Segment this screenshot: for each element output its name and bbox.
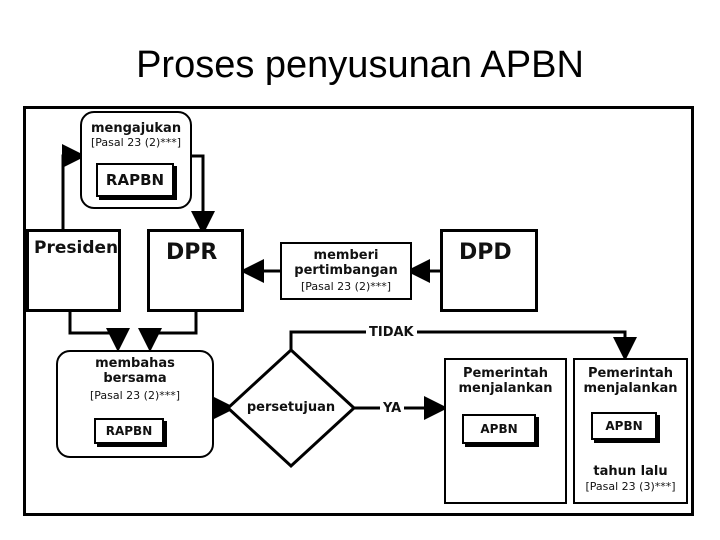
rapbn-document-1: RAPBN — [96, 163, 174, 197]
membahas-label-1: membahas — [95, 356, 175, 371]
memberi-label-2: pertimbangan — [294, 263, 398, 278]
edge-dpr-membahas — [138, 311, 198, 352]
memberi-label-1: memberi — [313, 248, 379, 263]
membahas-bersama-box: membahas bersama [Pasal 23 (2)***] RAPBN — [56, 350, 214, 458]
edge-presiden-membahas — [68, 311, 130, 352]
edge-presiden-mengajukan — [61, 144, 86, 231]
dpd-label: DPD — [459, 240, 512, 265]
memberi-pertimbangan-box: memberi pertimbangan [Pasal 23 (2)***] — [280, 242, 412, 300]
mengajukan-box: mengajukan [Pasal 23 (2)***] RAPBN — [80, 111, 192, 209]
apbn-document-2: APBN — [591, 412, 657, 440]
dpr-box: DPR — [147, 229, 244, 312]
decision-diamond — [225, 347, 357, 469]
pemerintah1-label-2: menjalankan — [458, 381, 553, 396]
pemerintah-menjalankan-box-1: Pemerintah menjalankan APBN — [444, 358, 567, 504]
edge-tidak — [289, 330, 637, 361]
pemerintah2-label-2: menjalankan — [583, 381, 678, 396]
pemerintah2-label-3: tahun lalu — [593, 464, 668, 479]
pemerintah-menjalankan-box-2: Pemerintah menjalankan APBN tahun lalu [… — [573, 358, 688, 504]
membahas-label-2: bersama — [103, 371, 167, 386]
dpd-box: DPD — [440, 229, 538, 312]
persetujuan-label: persetujuan — [246, 400, 336, 415]
presiden-label: Presiden — [34, 238, 119, 258]
pemerintah2-ref: [Pasal 23 (3)***] — [585, 480, 676, 493]
ya-label: YA — [380, 401, 405, 416]
rapbn-document-2-label: RAPBN — [105, 424, 153, 438]
rapbn-document-1-label: RAPBN — [105, 171, 165, 189]
pemerintah2-label-1: Pemerintah — [587, 366, 674, 381]
page-title: Proses penyusunan APBN — [136, 44, 584, 86]
pemerintah1-label-1: Pemerintah — [462, 366, 549, 381]
tidak-label: TIDAK — [366, 325, 417, 340]
membahas-ref: [Pasal 23 (2)***] — [89, 389, 181, 402]
edge-mengajukan-dpr — [190, 154, 215, 235]
apbn-document-2-label: APBN — [605, 419, 643, 433]
rapbn-document-2: RAPBN — [94, 418, 164, 444]
presiden-box: Presiden — [26, 229, 121, 312]
mengajukan-ref: [Pasal 23 (2)***] — [91, 136, 182, 149]
memberi-ref: [Pasal 23 (2)***] — [300, 280, 392, 293]
apbn-document-1-label: APBN — [480, 422, 518, 436]
apbn-document-1: APBN — [462, 414, 536, 444]
mengajukan-label: mengajukan — [91, 121, 182, 136]
dpr-label: DPR — [166, 240, 218, 265]
